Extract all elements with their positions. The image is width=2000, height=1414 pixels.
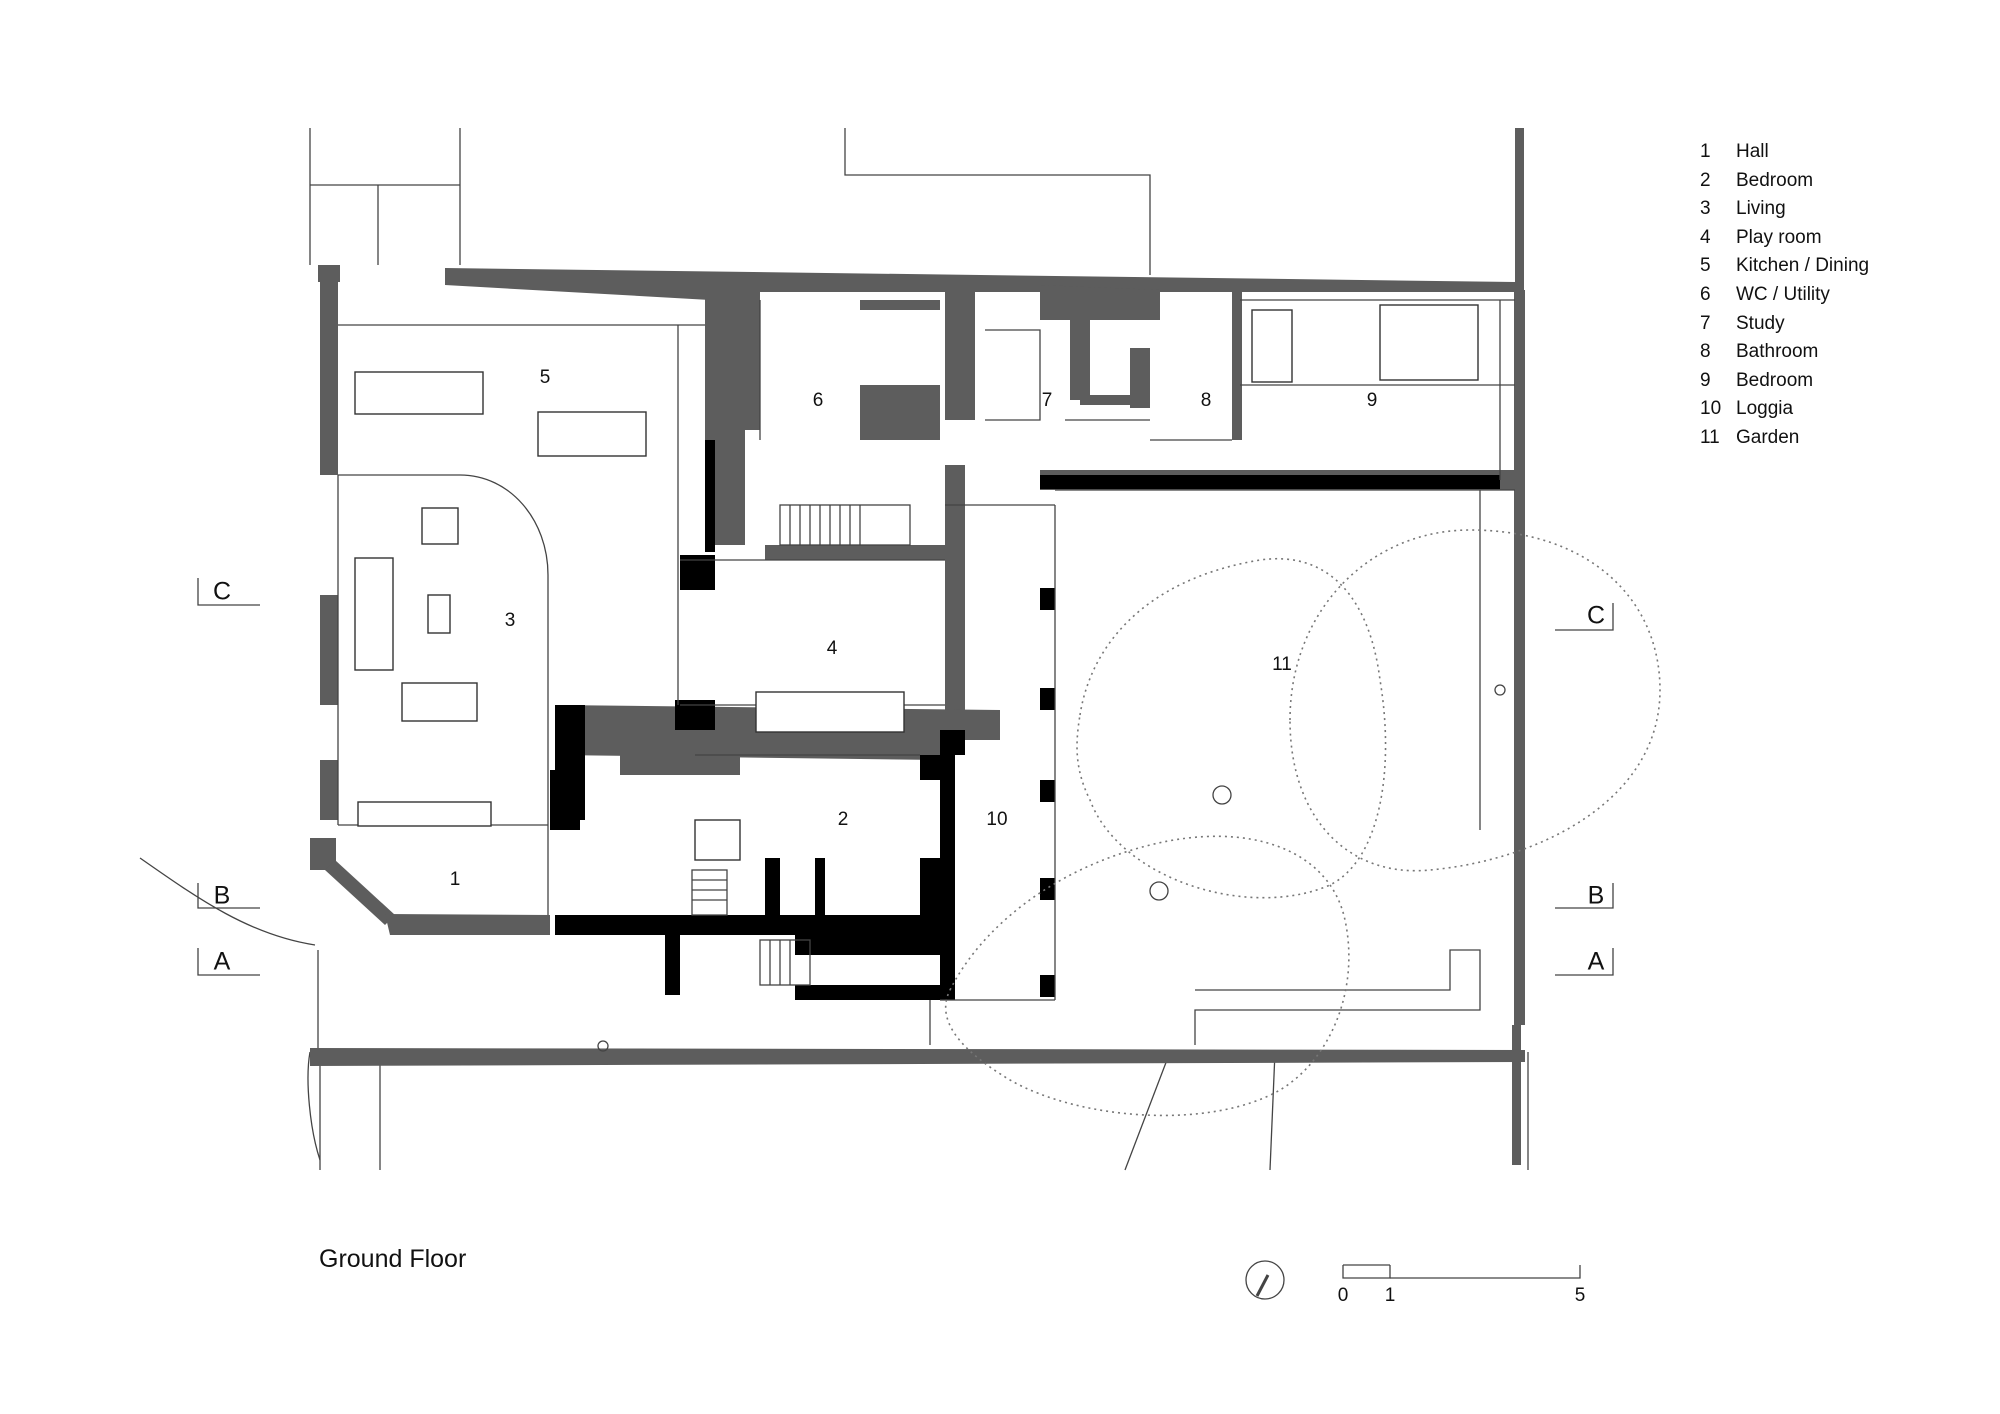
scale-bar	[1342, 1264, 1581, 1279]
legend-item: 10 Loggia	[1700, 395, 1869, 424]
tree-marker	[1149, 881, 1169, 901]
legend-item: 7 Study	[1700, 310, 1869, 339]
legend-label: Bathroom	[1736, 341, 1819, 363]
legend-item: 1 Hall	[1700, 138, 1869, 167]
room-number-3: 3	[504, 610, 516, 631]
legend-item: 8 Bathroom	[1700, 338, 1869, 367]
north-arrow	[1245, 1260, 1285, 1300]
legend-label: Study	[1736, 312, 1785, 334]
legend-number: 2	[1700, 169, 1711, 191]
legend-number: 7	[1700, 312, 1711, 334]
tree-canopies	[944, 529, 1661, 1117]
interior-lines	[337, 299, 1515, 1045]
solid-walls	[550, 440, 1500, 1000]
context-lines	[139, 128, 1529, 1171]
legend-number: 8	[1700, 341, 1711, 363]
legend-item: 5 Kitchen / Dining	[1700, 252, 1869, 281]
legend-item: 11 Garden	[1700, 424, 1869, 453]
scale-label-0: 0	[1337, 1285, 1349, 1306]
legend-label: Loggia	[1736, 398, 1794, 420]
room-number-6: 6	[812, 390, 824, 411]
legend-number: 4	[1700, 226, 1711, 248]
legend-number: 6	[1700, 283, 1711, 305]
room-number-11: 11	[1272, 654, 1292, 675]
legend-label: Bedroom	[1736, 169, 1814, 191]
legend-item: 2 Bedroom	[1700, 167, 1869, 196]
legend-label: Hall	[1736, 141, 1769, 162]
room-number-10: 10	[986, 809, 1008, 830]
legend-number: 5	[1700, 255, 1711, 277]
tree-marker	[1494, 684, 1506, 696]
room-number-7: 7	[1041, 390, 1053, 411]
legend-item: 9 Bedroom	[1700, 367, 1869, 396]
section-label-a-right: A	[1587, 947, 1605, 976]
legend-item: 4 Play room	[1700, 224, 1869, 253]
legend-number: 3	[1700, 198, 1711, 220]
room-number-9: 9	[1366, 390, 1378, 411]
tree-marker	[1212, 785, 1232, 805]
section-label-b-left: B	[213, 881, 231, 910]
room-number-5: 5	[539, 367, 551, 388]
scale-label-1: 1	[1384, 1285, 1396, 1306]
room-number-1: 1	[449, 869, 461, 890]
legend-item: 6 WC / Utility	[1700, 281, 1869, 310]
section-label-b-right: B	[1587, 881, 1605, 910]
room-number-4: 4	[826, 638, 838, 659]
legend-number: 1	[1700, 141, 1711, 162]
legend-number: 9	[1700, 369, 1711, 391]
legend-label: Kitchen / Dining	[1736, 255, 1870, 277]
legend-item: 3 Living	[1700, 195, 1869, 224]
legend-label: Play room	[1736, 226, 1822, 248]
tree-marker	[597, 1040, 609, 1052]
garden-features	[597, 684, 1506, 1052]
legend-number: 11	[1700, 426, 1720, 448]
room-number-2: 2	[837, 809, 849, 830]
legend-label: Garden	[1736, 426, 1800, 448]
walls	[310, 128, 1525, 1165]
scale-label-5: 5	[1574, 1285, 1586, 1306]
section-markers	[197, 578, 1614, 976]
furniture	[354, 304, 1479, 861]
legend-label: Bedroom	[1736, 369, 1814, 391]
section-label-c-right: C	[1586, 601, 1606, 630]
legend-number: 10	[1700, 398, 1722, 420]
section-label-c-left: C	[212, 577, 232, 606]
legend-label: WC / Utility	[1736, 283, 1830, 305]
legend-label: Living	[1736, 198, 1786, 220]
room-number-8: 8	[1200, 390, 1212, 411]
drawing-title: Ground Floor	[319, 1245, 467, 1273]
stairs	[691, 504, 911, 986]
section-label-a-left: A	[213, 947, 231, 976]
